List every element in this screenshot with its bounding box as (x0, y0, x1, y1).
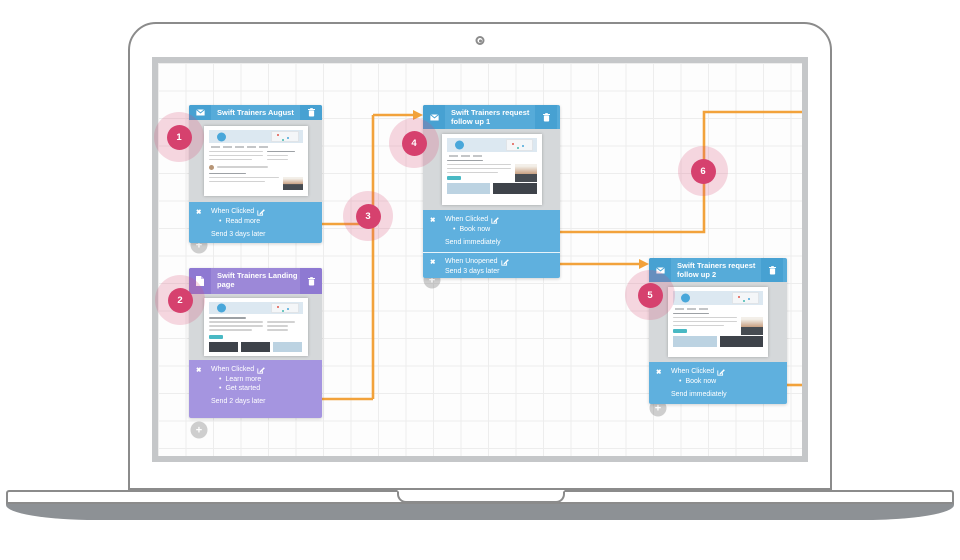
timing-label: Send immediately (445, 238, 501, 246)
arrowhead-card4 (413, 110, 423, 120)
email-preview-thumbnail (649, 282, 787, 362)
trigger-section-clicked: ✖ When Clicked Book now Send immediately (423, 210, 560, 252)
email-icon (423, 105, 445, 129)
workflow-card-email-august[interactable]: Swift Trainers August (189, 105, 322, 243)
remove-trigger-icon[interactable]: ✖ (430, 259, 436, 266)
email-icon (649, 258, 671, 282)
edit-icon[interactable] (257, 366, 266, 374)
workflow-canvas[interactable]: Swift Trainers August (152, 57, 808, 462)
timing-label: Send 2 days later (211, 398, 266, 405)
card-title: Swift Trainers Landing page (217, 271, 298, 289)
trigger-section: ✖ When Clicked Read more Send 3 days lat… (189, 202, 322, 243)
trash-icon[interactable] (300, 268, 322, 294)
email-icon (189, 105, 211, 120)
remove-trigger-icon[interactable]: ✖ (430, 217, 436, 224)
trash-icon[interactable] (761, 258, 783, 282)
workflow-card-landing-page[interactable]: Swift Trainers Landing page (189, 268, 322, 418)
remove-trigger-icon[interactable]: ✖ (196, 367, 202, 374)
card-header: Swift Trainers Landing page (189, 268, 322, 294)
card-title: Swift Trainers request follow up 2 (677, 261, 756, 279)
laptop-screen: Swift Trainers August (128, 22, 832, 490)
webcam-icon (475, 36, 485, 45)
link-condition: Learn more (211, 375, 318, 385)
condition-label: When Clicked (671, 368, 715, 375)
edit-icon[interactable] (257, 208, 266, 216)
trigger-section: ✖ When Clicked Book now Send immediately (649, 362, 787, 404)
arrowhead-card5 (639, 259, 649, 269)
connector-card4-clicked-out (560, 110, 802, 234)
page-preview-thumbnail (189, 294, 322, 360)
card-header: Swift Trainers August (189, 105, 322, 120)
timing-label: Send immediately (671, 390, 727, 398)
timing-label: Send 3 days later (211, 230, 266, 238)
link-condition: Get started (211, 384, 318, 394)
laptop-latch-notch (397, 490, 565, 503)
condition-label: When Clicked (211, 208, 255, 215)
email-preview-thumbnail (189, 120, 322, 202)
email-preview-thumbnail (423, 129, 560, 210)
edit-icon[interactable] (717, 368, 726, 376)
trigger-section: ✖ When Clicked Learn more Get started Se… (189, 360, 322, 418)
condition-label: When Clicked (445, 216, 489, 223)
edit-icon[interactable] (491, 216, 500, 224)
link-condition: Book now (671, 377, 783, 387)
edit-icon[interactable] (500, 258, 509, 266)
trash-icon[interactable] (535, 105, 557, 129)
card-title: Swift Trainers request follow up 1 (451, 108, 530, 126)
laptop-base-bottom (6, 504, 954, 520)
timing-label: Send 3 days later (445, 267, 500, 275)
card-title: Swift Trainers August (217, 108, 294, 117)
card-header: Swift Trainers request follow up 1 (423, 105, 560, 129)
card-header: Swift Trainers request follow up 2 (649, 258, 787, 282)
add-step-button[interactable]: + (190, 421, 208, 439)
remove-trigger-icon[interactable]: ✖ (196, 209, 202, 216)
link-condition: Read more (211, 217, 318, 227)
trigger-section-unopened: ✖ When Unopened Send 3 days later (423, 252, 560, 278)
condition-label: When Unopened (445, 258, 498, 265)
remove-trigger-icon[interactable]: ✖ (656, 369, 662, 376)
trash-icon[interactable] (300, 105, 322, 120)
condition-label: When Clicked (211, 366, 255, 373)
workflow-card-follow-up-2[interactable]: Swift Trainers request follow up 2 (649, 258, 787, 404)
page-icon (189, 268, 211, 294)
workflow-card-follow-up-1[interactable]: Swift Trainers request follow up 1 (423, 105, 560, 278)
laptop-base (6, 490, 954, 504)
link-condition: Book now (445, 225, 556, 235)
